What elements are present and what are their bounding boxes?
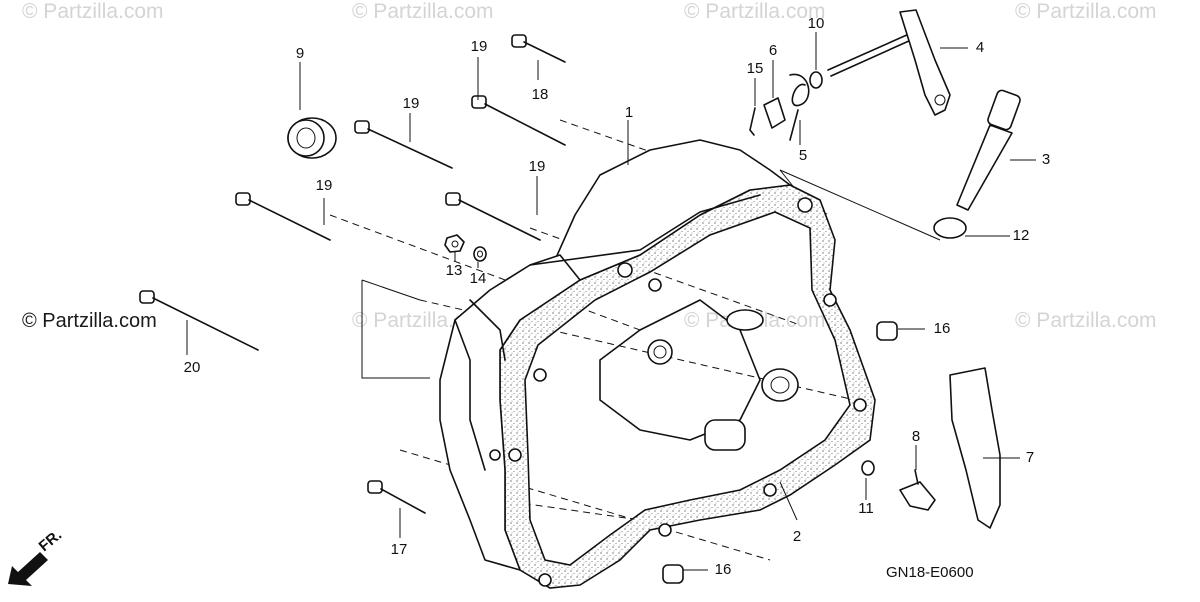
callout-19-upper: 19 (403, 95, 420, 112)
callout-13: 13 (446, 262, 463, 279)
callout-19-mid: 19 (529, 158, 546, 175)
callout-20: 20 (184, 359, 201, 376)
clutch-lever-shaft[interactable] (827, 9, 951, 116)
bolt-20[interactable] (139, 290, 259, 351)
watermark-overlay: © Partzilla.com (22, 310, 157, 332)
bolt-18[interactable] (511, 34, 566, 63)
crankcase-cover[interactable] (439, 139, 867, 587)
o-ring-12[interactable] (933, 217, 967, 239)
bolt-19-upper[interactable] (471, 95, 566, 146)
dowel-16-lower[interactable] (662, 564, 684, 584)
sensor-8[interactable] (899, 469, 936, 511)
callout-16-upper: 16 (934, 320, 951, 337)
washer-11[interactable] (861, 460, 875, 476)
dowel-16-upper[interactable] (876, 321, 898, 341)
callout-9: 9 (296, 45, 304, 62)
front-label: FR. (36, 527, 65, 556)
bolt-19-long[interactable] (354, 120, 453, 169)
diagram-code: GN18-E0600 (886, 564, 974, 581)
nut-13[interactable] (444, 234, 465, 253)
callout-3: 3 (1042, 151, 1050, 168)
oil-seal[interactable] (287, 117, 337, 159)
guide-plate[interactable] (949, 367, 1001, 529)
spring-5[interactable] (789, 73, 810, 141)
watermark: © Partzilla.com (684, 0, 826, 23)
callout-11: 11 (858, 500, 874, 517)
watermark: © Partzilla.com (352, 0, 494, 23)
callout-19-top: 19 (471, 38, 488, 55)
callout-19-left: 19 (316, 177, 333, 194)
callout-2: 2 (793, 528, 801, 545)
bolt-19-mid[interactable] (445, 192, 541, 241)
callout-15: 15 (747, 60, 764, 77)
watermark: © Partzilla.com (1015, 309, 1157, 332)
crankcase-gasket[interactable] (499, 184, 876, 589)
bolt-19-left[interactable] (235, 192, 331, 241)
callout-4: 4 (976, 39, 984, 56)
washer-14[interactable] (473, 246, 487, 262)
callout-12: 12 (1013, 227, 1030, 244)
callouts: 1 2 3 4 5 6 7 8 9 10 11 12 13 14 15 16 1… (184, 15, 1051, 578)
callout-18: 18 (532, 86, 549, 103)
front-marker: FR. (8, 527, 65, 586)
callout-17: 17 (391, 541, 408, 558)
callout-8: 8 (912, 428, 920, 445)
pin-15[interactable] (749, 107, 756, 136)
callout-14: 14 (470, 270, 487, 287)
watermark: © Partzilla.com (22, 0, 164, 23)
washer-10[interactable] (809, 71, 823, 89)
callout-6: 6 (769, 42, 777, 59)
callout-16-lower: 16 (715, 561, 732, 578)
oil-dipstick[interactable] (956, 89, 1021, 211)
watermark: © Partzilla.com (1015, 0, 1157, 23)
arrow-front-icon (8, 552, 48, 586)
bolt-17[interactable] (367, 480, 426, 514)
callout-10: 10 (808, 15, 825, 32)
leader-lines (186, 32, 1036, 571)
callout-1: 1 (625, 104, 633, 121)
collar-6[interactable] (763, 97, 786, 129)
callout-5: 5 (799, 147, 807, 164)
callout-7: 7 (1026, 449, 1034, 466)
